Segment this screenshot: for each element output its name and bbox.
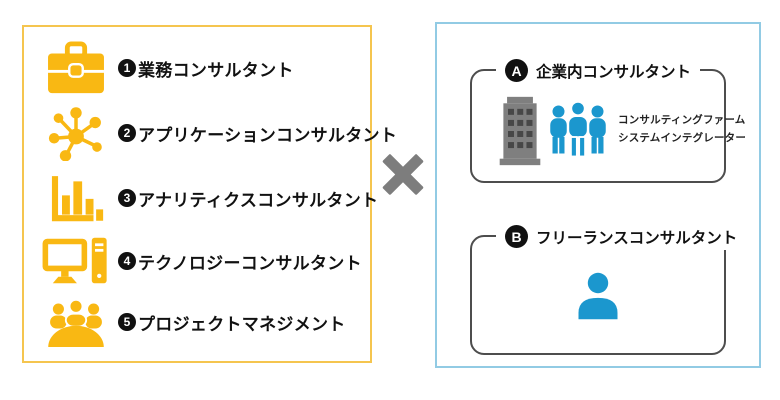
section-b-content (472, 237, 724, 353)
section-a-content: コンサルティングファーム システムインテグレーター (472, 71, 746, 181)
number-badge: 2 (118, 124, 136, 142)
number-badge: 1 (118, 59, 136, 77)
item-label: アプリケーションコンサルタント (138, 125, 398, 145)
section-b-legend: B フリーランスコンサルタント (496, 223, 747, 250)
item-label: テクノロジーコンサルタント (138, 253, 362, 273)
section-b-box: B フリーランスコンサルタント (470, 223, 747, 355)
person-icon (572, 270, 624, 327)
section-a-box: A 企業内コンサルタント (470, 57, 746, 183)
section-b-title: フリーランスコンサルタント (536, 229, 738, 247)
consultant-workstyle-panel: A 企業内コンサルタント (435, 22, 761, 368)
item-label: プロジェクトマネジメント (138, 314, 346, 334)
note-line: システムインテグレーター (618, 132, 747, 145)
briefcase-icon (38, 41, 114, 95)
item-label: アナリティクスコンサルタント (138, 190, 379, 210)
item-label: 業務コンサルタント (138, 60, 294, 80)
bar-chart-icon (38, 171, 114, 225)
number-badge: 3 (118, 189, 136, 207)
section-a-legend: A 企業内コンサルタント (496, 57, 701, 84)
list-item: 1 業務コンサルタント (38, 41, 366, 95)
network-nodes-icon (38, 105, 114, 161)
consultant-types-panel: 1 業務コンサルタント (22, 25, 397, 363)
desktop-computer-icon (38, 235, 114, 287)
meeting-people-icon (38, 297, 114, 347)
badge-a: A (505, 59, 528, 82)
number-badge: 5 (118, 313, 136, 331)
list-item: 4 テクノロジーコンサルタント (38, 235, 366, 287)
number-badge: 4 (118, 252, 136, 270)
office-building-icon (496, 95, 544, 172)
list-item: 2 アプリケーションコンサルタント (38, 105, 397, 161)
list-item: 5 プロジェクトマネジメント (38, 297, 366, 347)
section-a-title: 企業内コンサルタント (536, 63, 692, 81)
multiply-icon (380, 152, 426, 198)
list-item: 3 アナリティクスコンサルタント (38, 171, 378, 225)
people-group-icon (548, 100, 608, 172)
note-line: コンサルティングファーム (618, 114, 746, 127)
section-a-note: コンサルティングファーム システムインテグレーター (618, 112, 746, 148)
badge-b: B (505, 225, 528, 248)
